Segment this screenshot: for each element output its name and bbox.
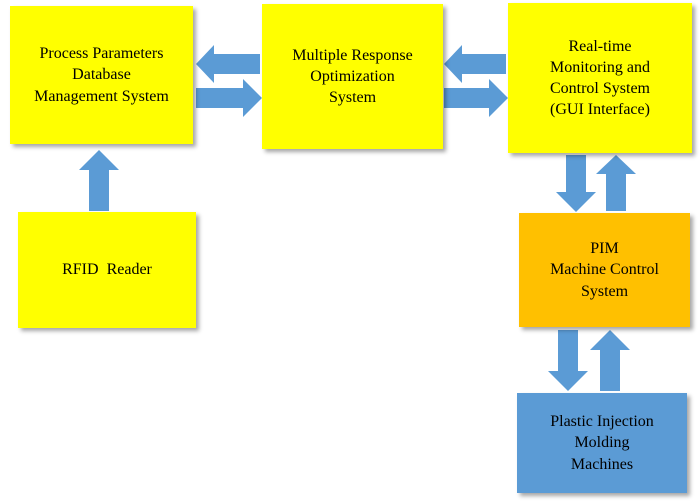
arrow-pim-to-rtm [596,155,636,211]
node-label-line: Machine Control [550,261,659,279]
node-label-line: Real-time [568,37,632,55]
plastic-injection-molding-box: Plastic Injection Molding Machines [517,393,687,493]
node-label-line: Multiple Response [292,46,413,64]
node-label-line: Monitoring and [549,58,650,76]
rfid-reader-box: RFID Reader [18,212,196,328]
node-label-line: Process Parameters [39,45,164,63]
arrow-opt-to-rtm [444,79,508,117]
node-label-line: Database [72,66,131,84]
node-label-line: Molding [574,434,630,452]
pim-machine-control-box: PIM Machine Control System [519,213,690,327]
arrow-db-to-opt [196,79,262,117]
node-label-line: System [580,282,629,300]
multiple-response-optimization-box: Multiple Response Optimization System [262,4,443,149]
realtime-monitoring-control-box: Real-time Monitoring and Control System … [508,3,692,153]
node-label-line: Machines [570,455,634,473]
arrow-rtm-to-pim [556,155,596,212]
node-label-line: Plastic Injection [550,413,654,431]
process-parameters-database-box: Process Parameters Database Management S… [10,6,193,144]
node-label-line: (GUI Interface) [550,101,650,119]
arrow-plastic-to-pim [590,330,630,391]
arrow-opt-to-db [196,45,260,83]
node-label-line: PIM [590,240,619,258]
arrow-pim-to-plastic [548,330,588,391]
node-label-line: Optimization [310,67,395,85]
node-label-line: Management System [34,87,169,105]
node-label-line: System [328,89,377,107]
arrow-rfid-to-db [79,150,119,211]
arrow-rtm-to-opt [444,45,506,83]
node-label-line: RFID Reader [62,261,152,279]
node-label-line: Control System [549,80,650,97]
